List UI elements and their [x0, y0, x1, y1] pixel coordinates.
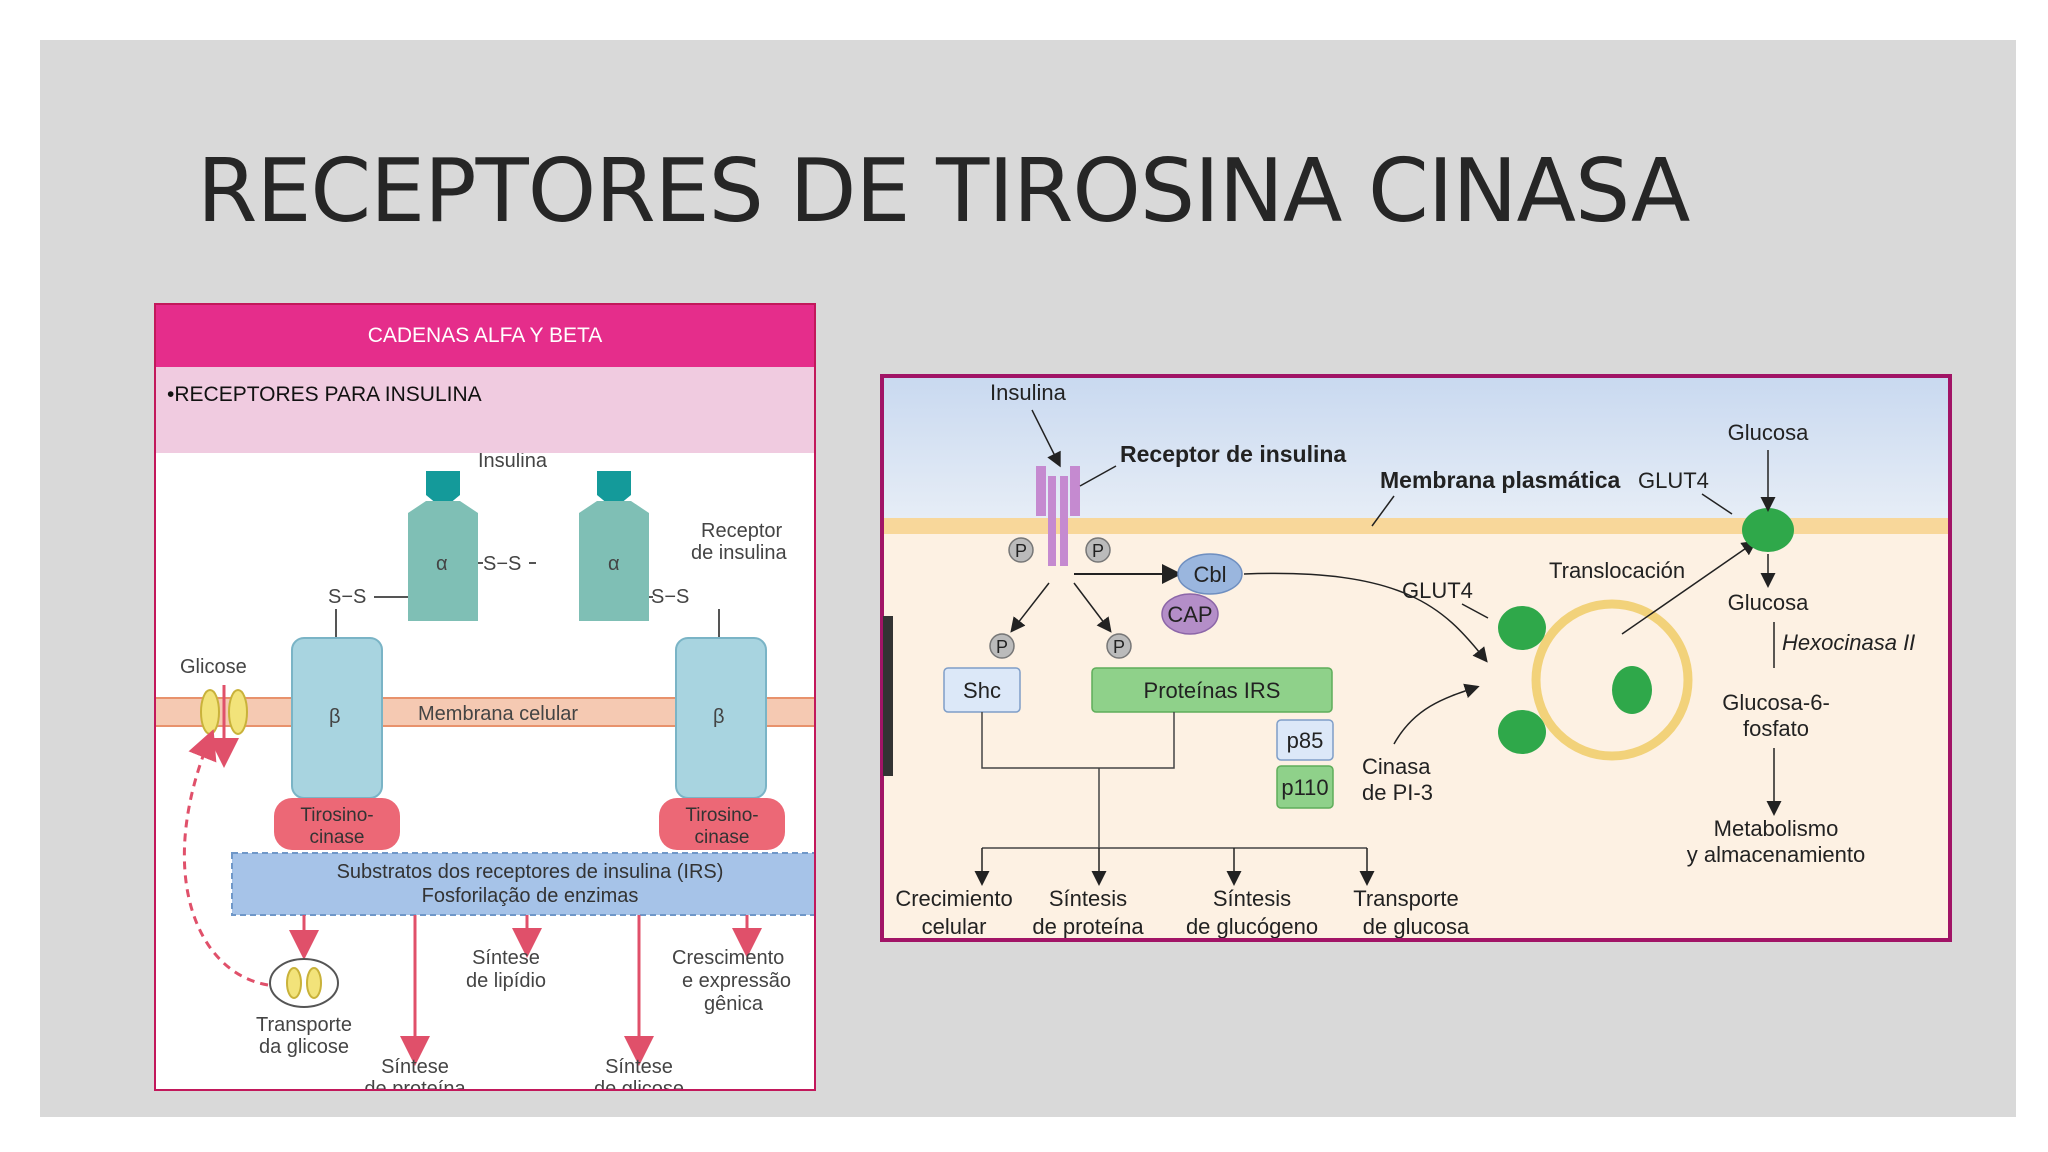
tirosino-left-line2: cinase: [310, 827, 365, 848]
slide-title: RECEPTORES DE TIROSINA CINASA: [197, 140, 1690, 242]
metabolismo-line2: y almacenamiento: [1687, 842, 1866, 867]
panel-subheader: •RECEPTORES PARA INSULINA: [156, 367, 814, 453]
insulin-receptor-icon: [1036, 466, 1080, 566]
glut4-protein-1: [1498, 606, 1546, 650]
glut-left-half: [200, 689, 220, 735]
svg-text:Proteínas IRS: Proteínas IRS: [1144, 678, 1281, 703]
crecimiento-line1: Crecimiento: [895, 886, 1012, 911]
cinasa-label-line2: de PI-3: [1362, 780, 1433, 805]
irs-proteins-box: [1091, 667, 1333, 713]
svg-text:P: P: [1092, 541, 1104, 561]
crecimiento-line2: celular: [922, 914, 987, 938]
p85-box: [1276, 719, 1334, 761]
phospho-shc: [989, 633, 1015, 659]
glucosa-top-label: Glucosa: [1728, 420, 1809, 445]
svg-text:P: P: [1015, 541, 1027, 561]
svg-text:p110: p110: [1281, 775, 1328, 800]
cinasa-label-line1: Cinasa: [1362, 754, 1431, 779]
glut4-mid-label: GLUT4: [1402, 578, 1473, 603]
svg-text:Cbl: Cbl: [1193, 562, 1226, 587]
bullet-receptores-insulina: •RECEPTORES PARA INSULINA: [167, 383, 482, 406]
glut4-protein-3: [1498, 710, 1546, 754]
membrana-celular-label: Membrana celular: [418, 703, 578, 725]
irs-label-line2: Fosforilação de enzimas: [422, 885, 639, 907]
sintese-glicose-line2: de glicose: [594, 1078, 684, 1091]
g6p-line2: fosfato: [1743, 716, 1809, 741]
alpha-subunit-right: [579, 501, 649, 621]
sintese-lipidio-line2: de lipídio: [466, 970, 546, 992]
membrana-plasmatica-label: Membrana plasmática: [1380, 467, 1621, 493]
crescimento-line3: gênica: [704, 993, 764, 1015]
translocacion-label: Translocación: [1549, 558, 1685, 583]
beta-label-left: β: [329, 706, 341, 728]
tirosino-right-line1: Tirosino-: [685, 805, 758, 826]
glut4-protein-2: [1612, 666, 1652, 714]
glut4-membrane: [1742, 508, 1794, 552]
sintese-lipidio-line1: Síntese: [472, 947, 540, 969]
disulfide-center: S−S: [483, 553, 521, 575]
svg-text:P: P: [996, 637, 1008, 657]
metabolismo-line1: Metabolismo: [1714, 816, 1839, 841]
side-handle: [883, 616, 893, 776]
transporte-glucosa-line1: Transporte: [1353, 886, 1459, 911]
glut-right-half: [228, 689, 248, 735]
phospho-left: [1008, 537, 1034, 563]
tirosino-left-line1: Tirosino-: [300, 805, 373, 826]
glicose-label: Glicose: [180, 656, 247, 678]
receptor-label-line1: Receptor: [701, 520, 782, 542]
sintese-glicose-line1: Síntese: [605, 1056, 673, 1078]
svg-text:p85: p85: [1287, 728, 1324, 753]
svg-text:P: P: [1113, 637, 1125, 657]
sintesis-glucogeno-line2: de glucógeno: [1186, 914, 1318, 938]
cbl-protein: [1177, 553, 1243, 595]
receptor-label-line2: de insulina: [691, 542, 788, 564]
insulina-label-right: Insulina: [990, 380, 1067, 405]
insulin-molecule-right: [597, 471, 631, 509]
insulin-receptor-diagram-left: Insulina α α S−S S−S S−S Receptor de ins…: [156, 453, 814, 1091]
phospho-right: [1085, 537, 1111, 563]
insulina-label: Insulina: [478, 453, 548, 472]
sintese-proteina-line2: de proteína: [364, 1078, 466, 1091]
beta-label-right: β: [713, 706, 725, 728]
svg-text:CAP: CAP: [1167, 602, 1212, 627]
right-diagram-panel: Insulina Receptor de insulina Membrana p…: [880, 374, 1952, 942]
glucose-transport-vesicle: [269, 958, 339, 1008]
insulin-molecule-left: [426, 471, 460, 509]
hexocinasa-label: Hexocinasa II: [1782, 630, 1915, 655]
cytoplasm: [884, 534, 1948, 938]
g6p-line1: Glucosa-6-: [1722, 690, 1830, 715]
sintese-proteina-line1: Síntese: [381, 1056, 449, 1078]
alpha-label-right: α: [608, 553, 620, 575]
receptor-insulina-label: Receptor de insulina: [1120, 441, 1346, 467]
sintesis-proteina-line1: Síntesis: [1049, 886, 1127, 911]
transporte-glicose-line1: Transporte: [256, 1014, 352, 1036]
sintesis-proteina-line2: de proteína: [1032, 914, 1144, 938]
glucosa-mid-label: Glucosa: [1728, 590, 1809, 615]
plasma-membrane: [884, 518, 1948, 534]
glut4-vesicle: [1531, 599, 1693, 761]
cap-protein: [1161, 593, 1219, 635]
alpha-label-left: α: [436, 553, 448, 575]
tirosino-right-line2: cinase: [695, 827, 750, 848]
irs-substrates-bar: [231, 852, 814, 916]
transporte-glicose-line2: da glicose: [259, 1036, 349, 1058]
crescimento-line1: Crescimento: [672, 947, 784, 969]
irs-label-line1: Substratos dos receptores de insulina (I…: [337, 861, 724, 883]
alpha-subunit-left: [408, 501, 478, 621]
disulfide-left: S−S: [328, 586, 366, 608]
tyrosine-kinase-right: [659, 798, 785, 850]
sintesis-glucogeno-line1: Síntesis: [1213, 886, 1291, 911]
left-diagram-panel: CADENAS ALFA Y BETA •RECEPTORES PARA INS…: [154, 303, 816, 1091]
panel-header: CADENAS ALFA Y BETA: [156, 305, 814, 367]
svg-text:Shc: Shc: [963, 678, 1001, 703]
disulfide-right: S−S: [651, 586, 689, 608]
glut4-top-label: GLUT4: [1638, 468, 1709, 493]
tyrosine-kinase-left: [274, 798, 400, 850]
insulin-signaling-diagram-right: Insulina Receptor de insulina Membrana p…: [884, 378, 1948, 938]
p110-box: [1276, 765, 1334, 809]
crescimento-line2: e expressão: [682, 970, 791, 992]
phospho-irs: [1106, 633, 1132, 659]
transporte-glucosa-line2: de glucosa: [1363, 914, 1470, 938]
